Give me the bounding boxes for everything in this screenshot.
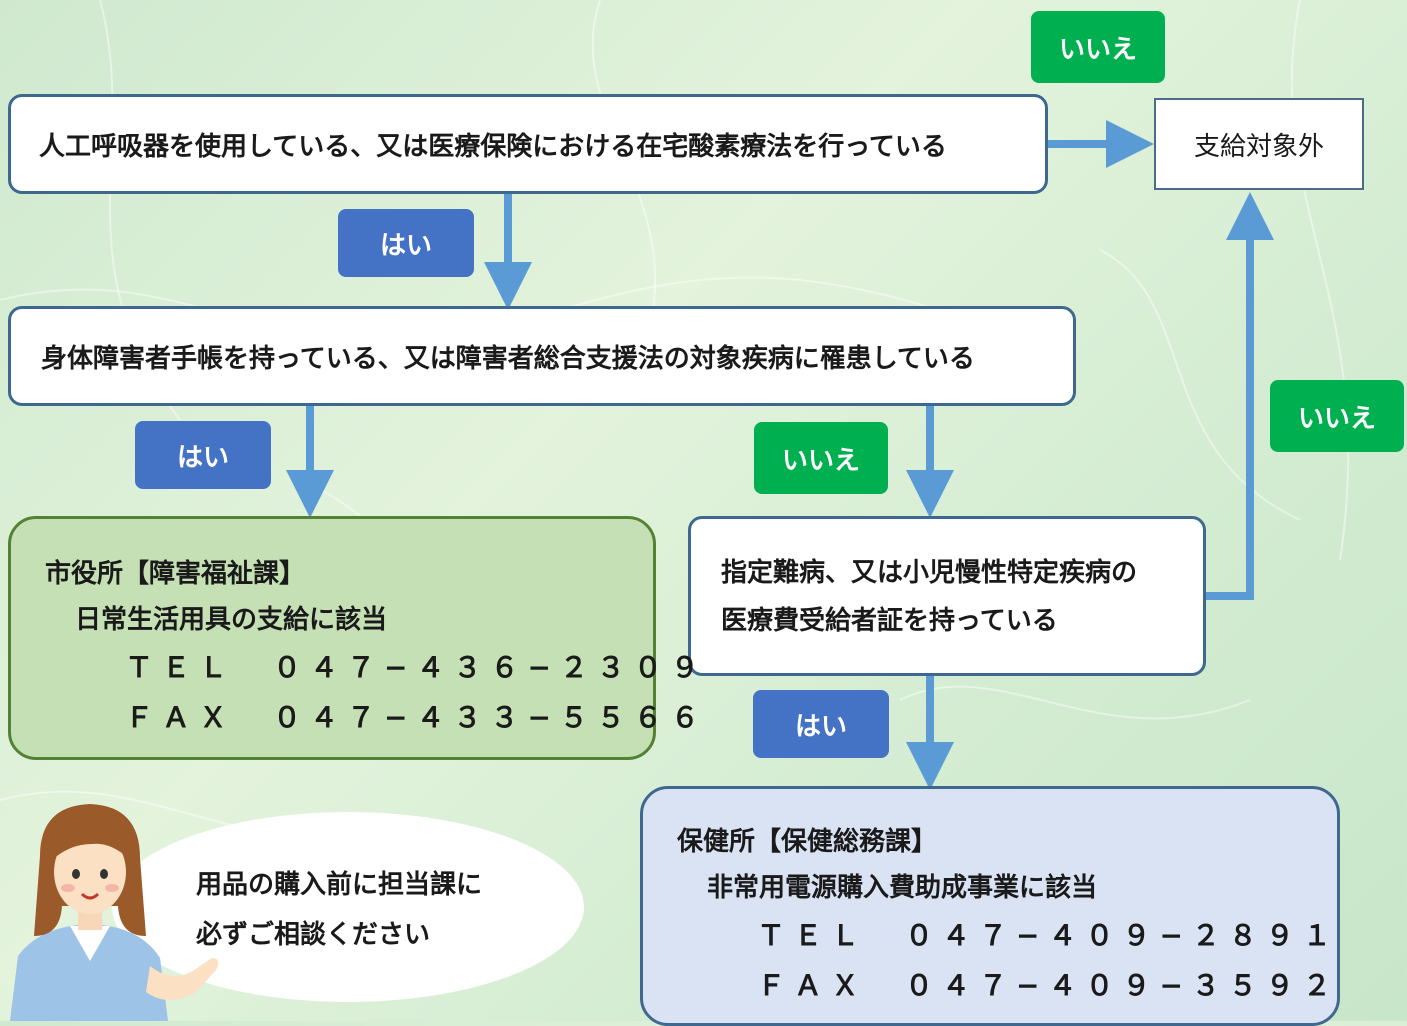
health-center-result: 保健所【保健総務課】 非常用電源購入費助成事業に該当 ＴＥＬ ０４７−４０９−２…	[640, 786, 1340, 1026]
health-center-tel: ＴＥＬ ０４７−４０９−２８９１	[757, 919, 1340, 952]
question-1-box: 人工呼吸器を使用している、又は医療保険における在宅酸素療法を行っている	[8, 94, 1048, 194]
city-office-tel: ＴＥＬ ０４７−４３６−２３０９	[125, 651, 708, 684]
question-3-line-2: 医療費受給者証を持っている	[721, 606, 1058, 636]
health-center-fax: ＦＡＸ ０４７−４０９−３５９２	[757, 969, 1340, 1002]
q3-yes-label: はい	[794, 711, 847, 742]
q2-no-label: いいえ	[781, 445, 860, 476]
speech-bubble	[112, 812, 584, 1002]
q2-no-tag: いいえ	[754, 422, 888, 494]
q3-no-label: いいえ	[1297, 403, 1376, 434]
city-office-name: 市役所【障害福祉課】	[45, 559, 306, 589]
staff-illustration	[10, 804, 219, 1021]
city-office-result: 市役所【障害福祉課】 日常生活用具の支給に該当 ＴＥＬ ０４７−４３６−２３０９…	[8, 516, 708, 760]
speech-line-2: 必ずご相談ください	[196, 920, 431, 950]
q1-no-label: いいえ	[1058, 34, 1137, 65]
q1-yes-tag: はい	[338, 209, 474, 277]
question-1-text: 人工呼吸器を使用している、又は医療保険における在宅酸素療法を行っている	[39, 131, 947, 162]
arrow-q3-no	[1206, 192, 1274, 600]
question-2-text: 身体障害者手帳を持っている、又は障害者総合支援法の対象疾病に罹患している	[41, 343, 975, 374]
health-center-name: 保健所【保健総務課】	[677, 827, 938, 857]
q3-no-tag: いいえ	[1270, 380, 1404, 452]
city-office-fax: ＦＡＸ ０４７−４３３−５５６６	[125, 701, 708, 734]
question-3-box: 指定難病、又は小児慢性特定疾病の 医療費受給者証を持っている	[688, 516, 1206, 676]
city-office-program: 日常生活用具の支給に該当	[75, 605, 388, 635]
speech-bubble-text: 用品の購入前に担当課に 必ずご相談ください	[196, 860, 482, 960]
question-2-box: 身体障害者手帳を持っている、又は障害者総合支援法の対象疾病に罹患している	[8, 306, 1076, 406]
not-eligible-box: 支給対象外	[1154, 98, 1364, 190]
q2-yes-label: はい	[176, 442, 229, 473]
health-center-program: 非常用電源購入費助成事業に該当	[707, 873, 1098, 903]
speech-line-1: 用品の購入前に担当課に	[196, 870, 483, 900]
q3-yes-tag: はい	[753, 690, 889, 758]
q1-no-tag: いいえ	[1031, 11, 1165, 83]
question-3-line-1: 指定難病、又は小児慢性特定疾病の	[721, 558, 1138, 588]
q1-yes-label: はい	[379, 230, 432, 261]
not-eligible-label: 支給対象外	[1193, 131, 1324, 162]
q2-yes-tag: はい	[135, 421, 271, 489]
